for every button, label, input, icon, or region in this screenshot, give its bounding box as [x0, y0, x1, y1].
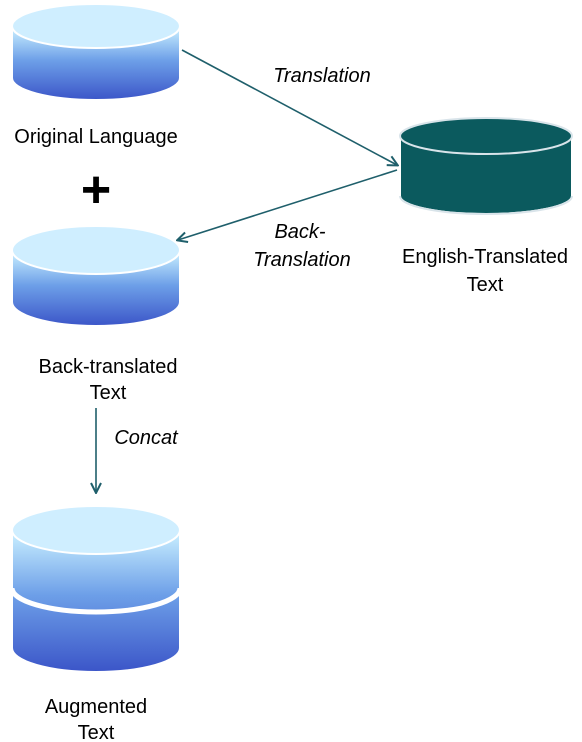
back-translation-edge-label-line2: Translation: [253, 249, 350, 271]
back-translated-cylinder: [11, 225, 181, 327]
augmented-label-line1: Augmented: [45, 696, 147, 718]
translation-arrow: [181, 49, 397, 165]
translation-edge-label: Translation: [273, 65, 370, 87]
back-translation-arrow: [178, 169, 398, 240]
original-language-cylinder: [11, 3, 181, 101]
augmented-label-line2: Text: [78, 722, 115, 742]
english-translated-label-line1: English-Translated: [402, 246, 568, 268]
english-translated-label-line2: Text: [467, 274, 504, 296]
back-translation-edge-label-line1: Back-: [274, 221, 325, 243]
back-translated-label-line1: Back-translated: [39, 356, 178, 378]
concat-edge-label: Concat: [114, 427, 179, 449]
plus-symbol: +: [81, 161, 111, 219]
english-translated-cylinder: [399, 117, 573, 215]
back-translated-label-line2: Text: [90, 382, 127, 404]
augmented-cylinder: [9, 505, 183, 673]
original-language-label: Original Language: [14, 126, 177, 148]
